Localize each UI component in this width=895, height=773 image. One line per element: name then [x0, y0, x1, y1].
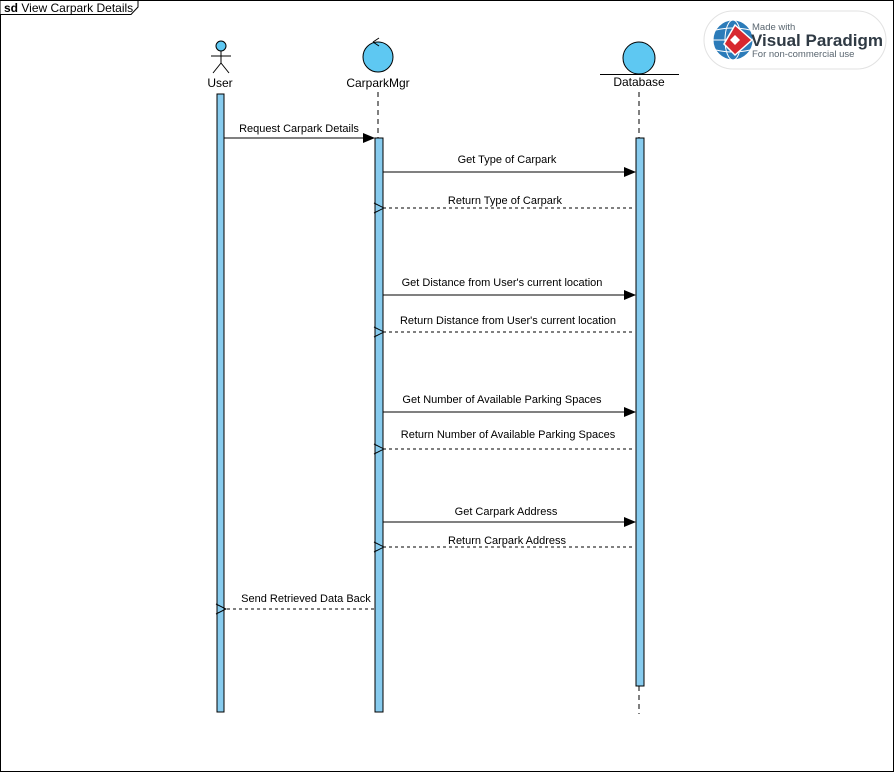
message-label: Get Distance from User's current locatio… — [402, 277, 603, 289]
activation-carparkmgr — [374, 137, 384, 713]
actor-leg-left — [212, 62, 222, 74]
message-return-number-of-spaces: Return Number of Available Parking Space… — [384, 429, 632, 449]
message-label: Send Retrieved Data Back — [241, 593, 371, 605]
message-send-retrieved-data-back: Send Retrieved Data Back — [226, 593, 374, 609]
message-get-number-of-spaces: Get Number of Available Parking Spaces — [383, 394, 636, 417]
actor-head — [215, 40, 227, 52]
message-label: Get Carpark Address — [455, 506, 558, 518]
message-get-carpark-address: Get Carpark Address — [383, 506, 636, 527]
message-label: Return Distance from User's current loca… — [400, 315, 616, 327]
activation-database — [635, 137, 645, 687]
message-label: Return Number of Available Parking Space… — [401, 429, 616, 441]
frame-keyword: sd — [4, 1, 18, 15]
globe-logo-icon — [712, 19, 754, 61]
message-get-distance: Get Distance from User's current locatio… — [383, 277, 636, 300]
lifeline-user-label: User — [207, 76, 232, 90]
lifeline-database: Database — [600, 41, 679, 714]
message-label: Return Type of Carpark — [448, 195, 563, 207]
watermark-brand: Visual Paradigm — [751, 31, 883, 50]
message-label: Get Number of Available Parking Spaces — [402, 394, 602, 406]
entity-icon — [622, 41, 656, 75]
watermark-made-with: Made with — [752, 22, 795, 33]
watermark-note: For non-commercial use — [752, 49, 854, 60]
lifeline-database-label: Database — [613, 75, 665, 89]
message-label: Get Type of Carpark — [458, 154, 557, 166]
control-icon — [362, 41, 394, 73]
message-label: Return Carpark Address — [448, 535, 566, 547]
lifeline-carparkmgr-label: CarparkMgr — [346, 76, 409, 90]
message-return-distance: Return Distance from User's current loca… — [384, 315, 632, 332]
message-label: Request Carpark Details — [239, 123, 359, 135]
frame-label: sd View Carpark Details — [4, 1, 133, 15]
message-return-carpark-address: Return Carpark Address — [384, 535, 632, 547]
message-return-type-of-carpark: Return Type of Carpark — [384, 195, 632, 208]
frame-title: View Carpark Details — [21, 1, 133, 15]
frame-label-box — [0, 0, 139, 15]
control-arrow-icon — [372, 37, 380, 47]
activation-user — [216, 93, 225, 713]
message-request-carpark-details: Request Carpark Details — [224, 123, 375, 143]
visual-paradigm-watermark: Made with Visual Paradigm For non-commer… — [703, 10, 887, 70]
lifeline-carparkmgr: CarparkMgr — [346, 37, 410, 713]
watermark-badge — [703, 10, 887, 70]
lifeline-user: User — [207, 40, 233, 713]
actor-leg-right — [220, 62, 230, 74]
message-get-type-of-carpark: Get Type of Carpark — [383, 154, 636, 177]
